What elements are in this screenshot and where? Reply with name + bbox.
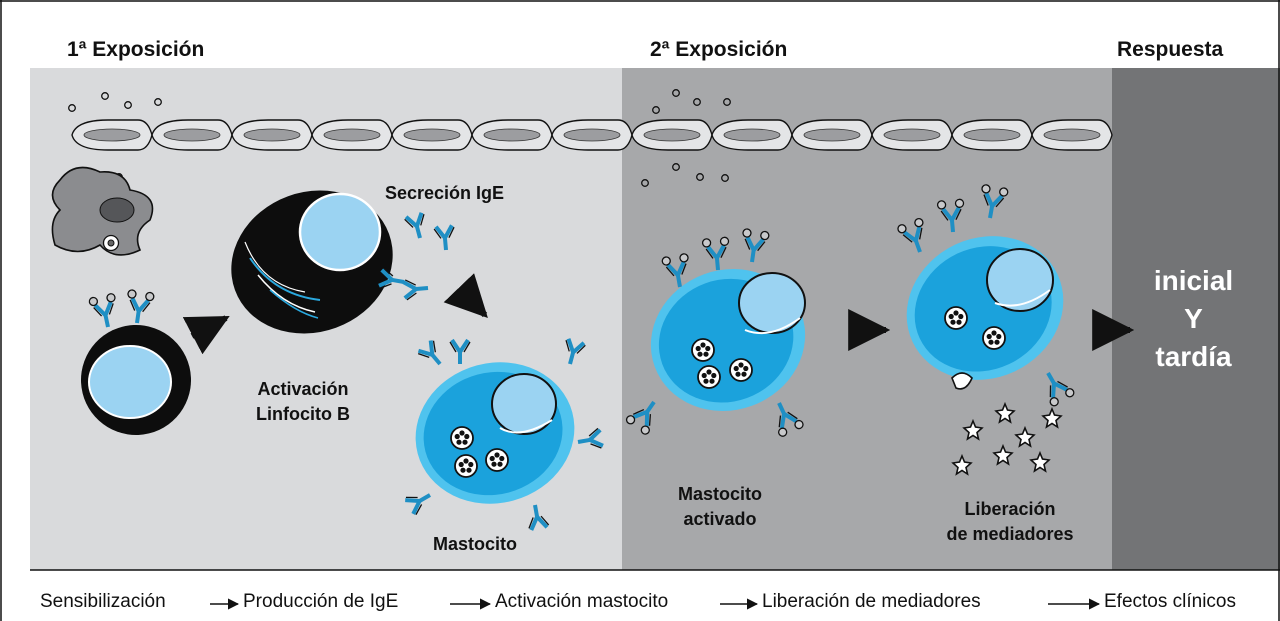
ige-secretion-label: Secreción IgE <box>385 183 505 203</box>
activated-mast-cell-label-line2: activado <box>683 509 757 529</box>
flow-step-clinical-effects: Efectos clínicos <box>1104 591 1236 612</box>
response-text: inicial Y tardía <box>1112 262 1275 376</box>
response-text-line1: inicial <box>1153 265 1234 296</box>
b-lymphocyte <box>81 290 191 435</box>
mediator-release-label-line1: Liberación <box>964 499 1056 519</box>
activated-mast-cell-label: Mastocito activado <box>665 482 775 532</box>
plasma-cell <box>231 190 393 334</box>
response-panel <box>1112 68 1280 570</box>
mediator-release-label: Liberación de mediadores <box>930 497 1090 547</box>
activated-mast-cell-label-line1: Mastocito <box>677 484 762 504</box>
response-heading: Respuesta <box>1117 38 1224 61</box>
flow-arrows <box>182 273 1135 355</box>
degranulating-mast-cell <box>883 184 1087 407</box>
allergen-particles-second <box>641 89 731 187</box>
flow-step-mediator-release: Liberación de mediadores <box>762 591 981 612</box>
response-text-line3: tardía <box>1155 341 1232 372</box>
mast-cell <box>402 336 606 533</box>
first-exposure-heading: 1ª Exposición <box>67 38 205 61</box>
flow-sequence: Sensibilización Producción de IgE Activa… <box>0 588 1280 618</box>
response-text-line2: Y <box>1184 303 1203 334</box>
antigen-presenting-cell <box>51 166 154 256</box>
activated-mast-cell <box>625 229 806 438</box>
b-activation-label-line1: Activación <box>257 379 349 399</box>
second-exposure-heading: 2ª Exposición <box>650 38 788 61</box>
flow-step-sensitization: Sensibilización <box>40 591 166 612</box>
mast-cell-label: Mastocito <box>433 534 518 554</box>
flow-step-ige-production: Producción de IgE <box>243 591 399 612</box>
b-activation-label: Activación Linfocito B <box>233 377 373 427</box>
b-activation-label-line2: Linfocito B <box>256 404 350 424</box>
flow-step-mast-activation: Activación mastocito <box>495 591 669 612</box>
mediator-release-label-line2: de mediadores <box>946 524 1074 544</box>
